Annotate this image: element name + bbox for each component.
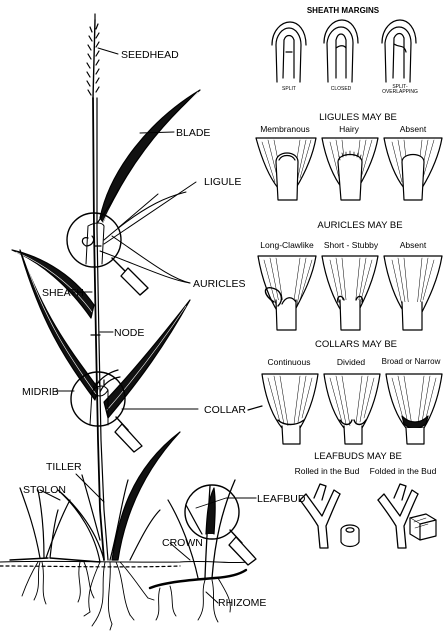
auricle-short-stubby-label: Short - Stubby [320,241,382,250]
sheath-margin-split-label: SPLIT [272,87,306,92]
collar-divided-drawing [324,374,380,444]
auricle-absent-drawing [384,256,442,330]
collars-title: COLLARS MAY BE [296,340,416,350]
leafbuds-title: LEAFBUDS MAY BE [298,452,418,462]
ligule-absent-label: Absent [384,125,442,134]
auricles-title: AURICLES MAY BE [300,221,420,231]
label-rhizome: RHIZOME [218,598,266,609]
label-auricles: AURICLES [193,279,246,290]
seedhead-drawing [87,14,99,98]
label-ligule: LIGULE [204,177,241,188]
label-sheath: SHEATH [42,288,84,299]
sheath-margin-overlapping-drawing [382,20,416,82]
label-leafbud: LEAFBUD [257,494,305,505]
ligule-hairy-drawing [322,138,378,200]
auricle-long-clawlike-label: Long-Clawlike [252,241,322,250]
label-seedhead: SEEDHEAD [121,50,179,61]
leafbud-rolled-drawing [300,484,359,548]
collar-broad-narrow-label: Broad or Narrow [380,358,442,366]
label-stolon: STOLON [23,485,66,496]
collar-divided-label: Divided [322,358,380,367]
auricle-absent-label: Absent [384,241,442,250]
leafbud-rolled-label: Rolled in the Bud [288,467,366,476]
ligule-membranous-drawing [256,138,316,200]
label-blade: BLADE [176,128,210,139]
label-crown: CROWN [162,538,203,549]
ligule-membranous-label: Membranous [252,125,318,134]
sheath-margin-split-drawing [272,22,306,82]
leafbud-folded-drawing [378,484,436,548]
auricle-long-clawlike-drawing [258,256,316,330]
label-node: NODE [114,328,144,339]
sheath-margin-closed-label: CLOSED [324,87,358,92]
sheath-margin-closed-drawing [324,20,358,82]
collar-broad-narrow-drawing [386,374,442,444]
label-collar: COLLAR [204,405,246,416]
ligule-absent-drawing [384,138,442,200]
auricle-short-stubby-drawing [322,256,378,330]
ligule-hairy-label: Hairy [320,125,378,134]
label-tiller: TILLER [46,462,82,473]
collar-continuous-label: Continuous [256,358,322,367]
ligules-title: LIGULES MAY BE [298,113,418,123]
label-midrib: MIDRIB [22,387,59,398]
leafbud-folded-label: Folded in the Bud [364,467,442,476]
sheath-margin-overlapping-label: SPLIT- OVERLAPPING [380,85,420,96]
sheath-margins-title: SHEATH MARGINS [283,7,403,15]
collar-continuous-drawing [248,374,318,444]
